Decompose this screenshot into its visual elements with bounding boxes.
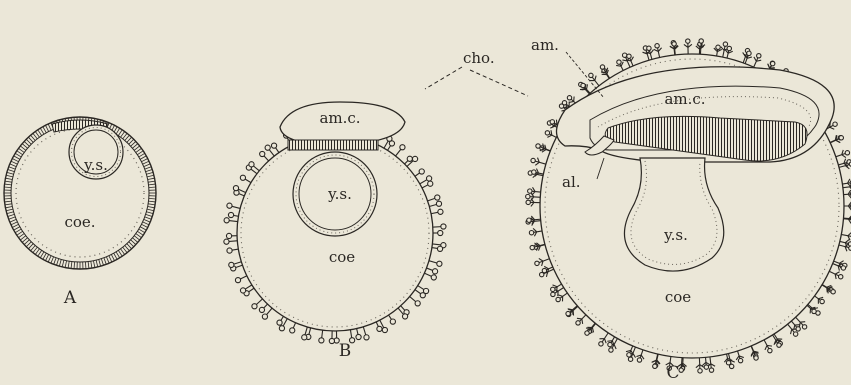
label-amnion-c: am. — [531, 36, 559, 54]
panel-a: y.s. coe. A — [4, 117, 156, 308]
label-yolk-sac-a: y.s. — [83, 156, 108, 174]
embryonic-disc-b — [288, 140, 378, 150]
panel-c: am. am.c. al. y.s. coe C — [526, 36, 851, 383]
amnion-pointer — [566, 52, 604, 98]
label-coelom-a: coe. — [64, 213, 95, 231]
caption-a: A — [63, 288, 77, 308]
caption-b: B — [339, 341, 352, 361]
label-allantois-c: al. — [562, 173, 581, 191]
caption-c: C — [666, 363, 679, 383]
label-amniotic-cavity-c: am.c. — [664, 90, 705, 108]
label-coelom-b: coe — [329, 248, 355, 266]
panel-b: am.c. y.s. coe B — [224, 102, 446, 361]
label-coelom-c: coe — [665, 288, 691, 306]
chorion-leader-lines — [425, 67, 528, 96]
label-yolk-sac-b: y.s. — [327, 185, 352, 203]
label-amniotic-cavity-b: am.c. — [319, 109, 360, 127]
label-yolk-sac-c: y.s. — [663, 226, 688, 244]
label-chorion: cho. — [463, 49, 495, 67]
